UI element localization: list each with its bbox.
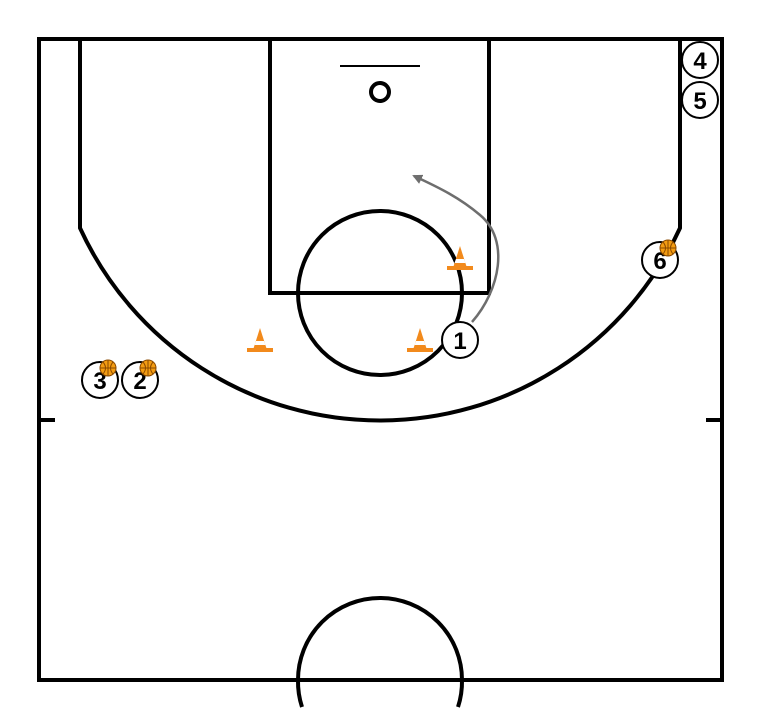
player-4[interactable]: 4 [681, 41, 719, 79]
player-5-label: 5 [693, 88, 706, 115]
basketball-icon [139, 359, 157, 377]
traffic-cone-icon [247, 328, 273, 352]
basketball-icon [99, 359, 117, 377]
center-circle [296, 596, 464, 681]
paint-key [268, 37, 491, 295]
traffic-cone-icon [407, 328, 433, 352]
free-throw-circle [296, 209, 464, 377]
court-boundary [37, 37, 724, 682]
player-1[interactable]: 1 [441, 321, 479, 359]
basketball-icon [659, 239, 677, 257]
rim [369, 81, 391, 103]
player-4-label: 4 [693, 48, 707, 75]
three-point-line [78, 39, 682, 423]
traffic-cone-icon [447, 246, 473, 270]
cut-arrow [412, 174, 500, 323]
player-5[interactable]: 5 [681, 81, 719, 119]
center-circle-lower-right [456, 679, 465, 708]
center-circle-lower [295, 679, 304, 708]
player-1-label: 1 [453, 328, 466, 355]
